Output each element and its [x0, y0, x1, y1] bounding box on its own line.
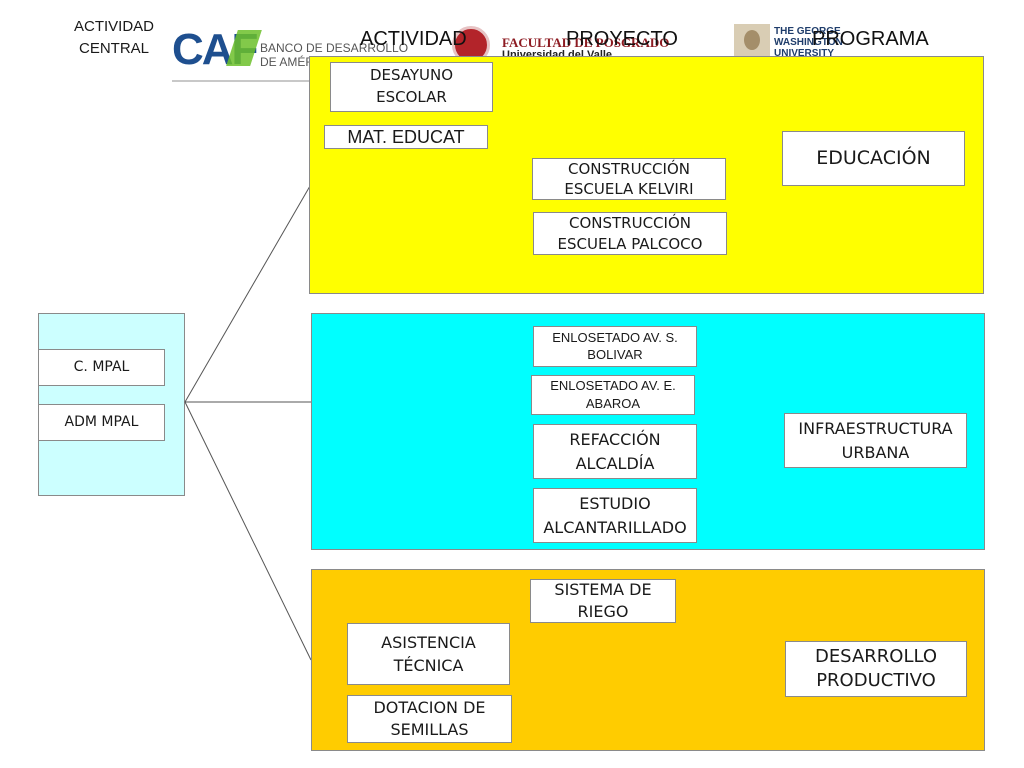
gwu-logo-line2: WASHINGTON [774, 37, 843, 48]
project-construccion-kelviri-line2: ESCUELA KELVIRI [564, 180, 694, 198]
central-box-adm-mpal: ADM MPAL [38, 404, 165, 441]
project-estudio-alcantarillado-line2: ALCANTARILLADO [543, 517, 687, 537]
project-construccion-palcoco-line1: CONSTRUCCIÓN [569, 214, 691, 233]
line-central-to-education [184, 185, 311, 403]
header-actividad-central-line1: ACTIVIDAD [73, 18, 154, 35]
project-construccion-kelviri-line1: CONSTRUCCIÓN [568, 159, 690, 178]
project-refaccion-alcaldia-line1: REFACCIÓN [569, 430, 661, 450]
program-educacion: EDUCACIÓN [782, 131, 965, 186]
univalle-logo-line1: FACULTAD DE POSGRADO [502, 35, 670, 50]
program-infraestructura-urbana: INFRAESTRUCTURA URBANA [784, 413, 967, 468]
project-asistencia-tecnica: ASISTENCIA TÉCNICA [347, 623, 510, 685]
program-desarrollo-productivo: DESARROLLO PRODUCTIVO [785, 641, 967, 697]
central-box-adm-mpal-label: ADM MPAL [64, 414, 139, 431]
project-estudio-alcantarillado-line1: ESTUDIO [579, 494, 651, 514]
project-enlosetado-abaroa-line2: ABAROA [585, 396, 641, 411]
project-construccion-kelviri: CONSTRUCCIÓN ESCUELA KELVIRI [532, 158, 726, 200]
project-estudio-alcantarillado: ESTUDIO ALCANTARILLADO [533, 488, 697, 543]
line-central-to-productive [184, 401, 312, 661]
gwu-logo-line1: THE GEORGE [774, 26, 841, 37]
project-mat-educat-label: MAT. EDUCAT [347, 126, 465, 147]
program-infraestructura-urbana-line1: INFRAESTRUCTURA [798, 419, 953, 439]
header-actividad-central: ACTIVIDAD CENTRAL [62, 16, 166, 60]
project-enlosetado-abaroa: ENLOSETADO AV. E. ABAROA [531, 375, 695, 415]
header-actividad-central-line2: CENTRAL [78, 40, 149, 57]
gwu-logo-line3: UNIVERSITY [774, 48, 835, 59]
header-actividad: ACTIVIDAD [360, 28, 467, 50]
project-mat-educat: MAT. EDUCAT [324, 125, 488, 149]
project-desayuno-escolar-line1: DESAYUNO [369, 66, 454, 85]
project-construccion-palcoco-line2: ESCUELA PALCOCO [557, 234, 703, 253]
project-asistencia-tecnica-line2: TÉCNICA [393, 656, 464, 675]
gwu-portrait-icon [734, 24, 770, 62]
caf-logo-underline [172, 80, 392, 82]
project-desayuno-escolar-line2: ESCOLAR [376, 88, 447, 106]
gwu-logo: THE GEORGE WASHINGTON UNIVERSITY [734, 24, 852, 62]
central-box-c-mpal: C. MPAL [38, 349, 165, 386]
project-refaccion-alcaldia: REFACCIÓN ALCALDÍA [533, 424, 697, 479]
project-sistema-riego-line1: SISTEMA DE [554, 579, 652, 599]
project-enlosetado-bolivar: ENLOSETADO AV. S.BOLIVAR [533, 326, 697, 367]
caf-logo-line1: BANCO DE DESARROLLO [260, 41, 409, 55]
header-programa: PROGRAMA [812, 28, 929, 50]
project-dotacion-semillas-line2: SEMILLAS [390, 720, 469, 739]
program-infraestructura-urbana-line2: URBANA [841, 442, 910, 462]
program-desarrollo-productivo-line2: PRODUCTIVO [816, 670, 936, 691]
project-enlosetado-abaroa-line1: ENLOSETADO AV. E. [550, 378, 676, 394]
project-asistencia-tecnica-line1: ASISTENCIA [381, 632, 476, 652]
project-dotacion-semillas-line1: DOTACION DE [373, 697, 486, 717]
project-refaccion-alcaldia-line2: ALCALDÍA [575, 453, 655, 473]
program-desarrollo-productivo-line1: DESARROLLO [814, 645, 938, 667]
header-proyecto: PROYECTO [566, 28, 678, 50]
project-enlosetado-bolivar-line1: ENLOSETADO AV. S. [552, 330, 678, 346]
project-desayuno-escolar: DESAYUNO ESCOLAR [330, 62, 493, 112]
project-dotacion-semillas: DOTACION DE SEMILLAS [347, 695, 512, 743]
program-educacion-label: EDUCACIÓN [816, 146, 931, 169]
project-enlosetado-bolivar-line2: BOLIVAR [587, 346, 643, 362]
project-sistema-riego: SISTEMA DE RIEGO [530, 579, 676, 623]
project-sistema-riego-line2: RIEGO [577, 602, 629, 621]
central-box-c-mpal-label: C. MPAL [73, 359, 130, 376]
